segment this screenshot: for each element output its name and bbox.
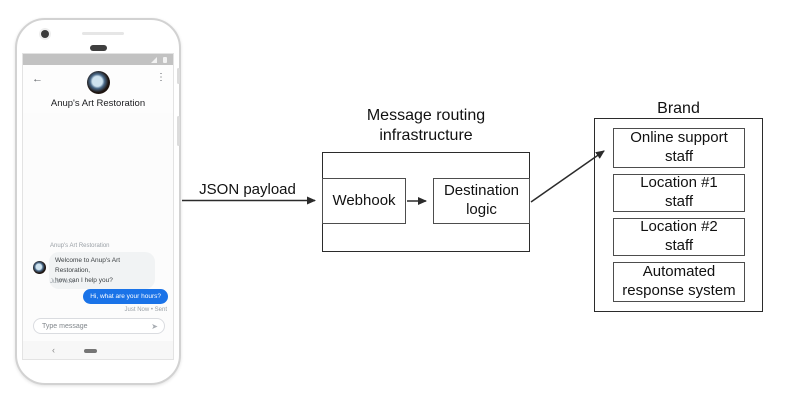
incoming-timestamp: Just Now <box>50 279 75 285</box>
brand-item-location-2: Location #2 staff <box>613 218 745 256</box>
brand-avatar <box>87 71 110 94</box>
brand-item-location-1: Location #1 staff <box>613 174 745 212</box>
brand-title: Brand <box>657 100 700 117</box>
destination-logic-box: Destination logic <box>433 178 530 224</box>
message-avatar <box>33 261 46 274</box>
send-icon[interactable]: ➤ <box>151 322 158 331</box>
conversation-title: Anup's Art Restoration <box>50 98 146 109</box>
phone-screen: ← ⋮ Anup's Art Restoration Anup's Art Re… <box>22 53 174 360</box>
volume-button <box>177 116 180 146</box>
outgoing-message-bubble: Hi, what are your hours? <box>83 289 168 304</box>
incoming-message-bubble: Welcome to Anup's Art Restoration, how c… <box>49 252 155 290</box>
outgoing-timestamp: Just Now • Sent <box>124 307 167 313</box>
routing-infrastructure-title: Message routing infrastructure <box>366 107 486 144</box>
message-list: Anup's Art Restoration Welcome to Anup's… <box>23 113 173 359</box>
back-arrow-icon[interactable]: ← <box>32 73 43 85</box>
message-input-placeholder: Type message <box>42 323 88 330</box>
speaker-slot <box>82 32 124 35</box>
front-camera-icon <box>41 30 49 38</box>
status-bar <box>23 54 173 65</box>
earpiece <box>90 45 107 51</box>
android-nav-bar: ‹ <box>23 341 173 359</box>
json-payload-label: JSON payload <box>199 181 296 198</box>
power-button <box>177 68 180 84</box>
signal-icon <box>151 57 157 63</box>
chat-header: ← ⋮ Anup's Art Restoration <box>23 65 173 113</box>
brand-item-automated-response: Automated response system <box>613 262 745 302</box>
brand-item-online-support: Online support staff <box>613 128 745 168</box>
nav-back-icon[interactable]: ‹ <box>52 345 55 355</box>
overflow-menu-icon[interactable]: ⋮ <box>156 72 166 83</box>
sender-label: Anup's Art Restoration <box>50 243 110 249</box>
message-input[interactable]: Type message ➤ <box>33 318 165 334</box>
phone-mockup: ← ⋮ Anup's Art Restoration Anup's Art Re… <box>15 18 181 385</box>
webhook-box: Webhook <box>322 178 406 224</box>
brand-box: Online support staff Location #1 staff L… <box>594 118 763 312</box>
battery-icon <box>163 57 167 63</box>
nav-home-icon[interactable] <box>84 349 97 353</box>
